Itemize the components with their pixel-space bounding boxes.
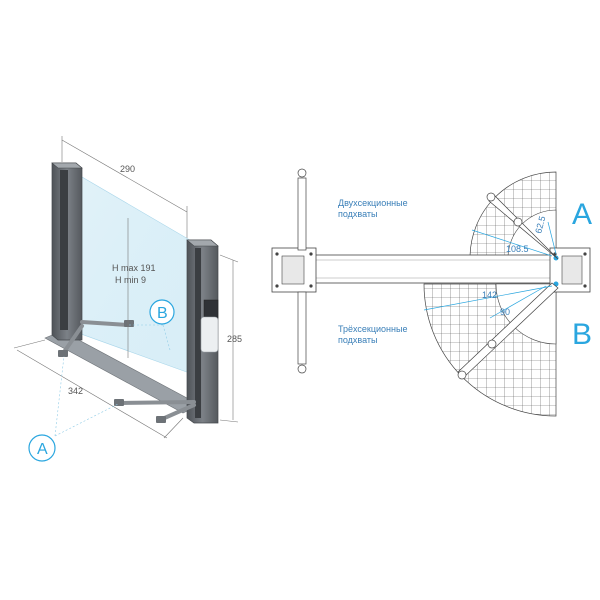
marker-a: A [572,198,592,231]
arm-a [486,192,559,260]
callout-b-text: B [157,305,168,322]
dim-108-5: 108.5 [506,244,529,254]
base-beam [299,254,561,284]
dim-342: 342 [68,386,83,396]
label-three-section-1: Трёхсекционные [338,324,407,334]
lifting-arms [62,320,196,422]
dim-62-5: 62.5 [533,215,547,235]
dim-lines-top [423,221,557,319]
left-column-plate [271,247,317,293]
left-column [51,162,83,341]
left-arms [297,168,307,374]
lift-top-view: 62.5 108.5 142 90 Двухсекционные подхват… [271,168,592,417]
label-two-section-2: подхваты [338,209,378,219]
callout-b: B [128,299,175,351]
h-max-label: H max 191 [112,263,156,273]
dim-90: 90 [500,307,510,317]
dim-line-342 [13,339,184,439]
label-three-section-2: подхваты [338,335,378,345]
marker-b: B [572,318,592,351]
dim-290: 290 [120,164,135,174]
dim-142: 142 [482,290,497,300]
dim-line-285 [219,254,239,423]
dim-line-290 [61,136,188,238]
label-two-section-1: Двухсекционные [338,198,408,208]
h-min-label: H min 9 [115,275,146,285]
dim-285: 285 [227,334,242,344]
lift-3d-view: 290 285 342 H max 191 H min 9 A [13,136,242,462]
arm-b [457,282,559,380]
callout-a: A [28,355,119,462]
right-column-plate [549,247,591,293]
pump-unit [200,299,219,353]
callout-a-text: A [37,441,48,458]
